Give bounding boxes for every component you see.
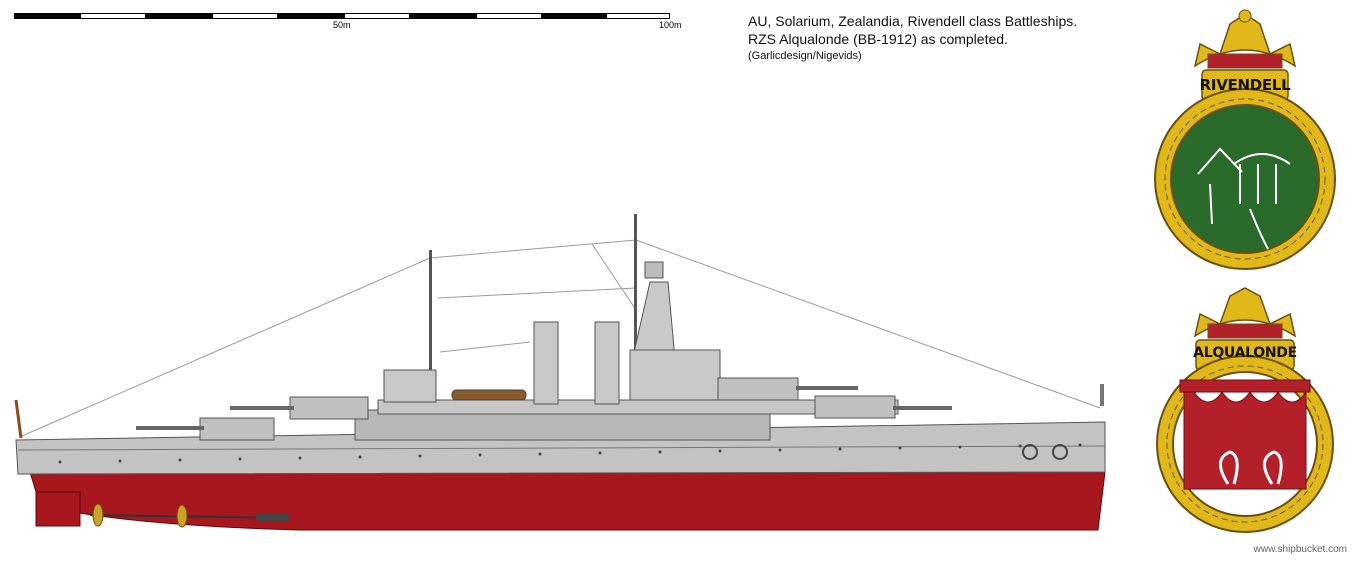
- scale-segment: [410, 13, 476, 19]
- naval-crown-icon: [1193, 287, 1297, 339]
- fore-mast: [429, 250, 432, 385]
- title-block: AU, Solarium, Zealandia, Rivendell class…: [748, 12, 1077, 64]
- scale-label-100m: 100m: [659, 20, 682, 30]
- class-title: AU, Solarium, Zealandia, Rivendell class…: [748, 13, 1078, 29]
- portholes: [58, 443, 1082, 464]
- crest-name-rivendell: RIVENDELL: [1199, 76, 1291, 94]
- bridge: [383, 369, 437, 403]
- crest-alqualonde: ALQUALONDE: [1150, 284, 1340, 539]
- crest-graphic: [1156, 287, 1334, 533]
- boats: [451, 389, 527, 401]
- jackstaff: [14, 399, 23, 439]
- ensign-staff: [1100, 384, 1104, 406]
- scale-segment: [278, 13, 344, 19]
- rudder: [35, 491, 81, 527]
- main-mast: [634, 214, 637, 370]
- rigging-lines: [21, 239, 1101, 437]
- ship-title: RZS Alqualonde (BB-1912) as completed.: [748, 31, 1008, 47]
- swan-icon: [1219, 450, 1283, 485]
- scale-segment: [542, 13, 606, 19]
- alqualonde-motif: [1179, 379, 1311, 490]
- scale-segment: [80, 13, 146, 19]
- scale-segment: [344, 13, 410, 19]
- scale-segment: [146, 13, 212, 19]
- spotting-top: [644, 261, 664, 279]
- crest-field: [1170, 104, 1320, 254]
- ship-profile: [14, 214, 1106, 531]
- hull-red: [29, 471, 1106, 531]
- rivendell-motif: [1197, 147, 1291, 250]
- main-turrets: [199, 377, 896, 441]
- scale-segment: [212, 13, 278, 19]
- naval-crown-icon: [1193, 9, 1297, 69]
- scale-segment: [14, 13, 80, 19]
- scale-segment: [476, 13, 542, 19]
- watermark: www.shipbucket.com: [1253, 544, 1347, 555]
- shaft-bracket: [256, 514, 290, 521]
- aft-funnel: [594, 321, 620, 405]
- scale-label-50m: 50m: [333, 20, 351, 30]
- aft-superstructure: [629, 349, 721, 401]
- crest-rivendell: RIVENDELL: [1150, 4, 1340, 277]
- crest-graphic: [1154, 9, 1336, 270]
- crest-name-alqualonde: ALQUALONDE: [1193, 345, 1297, 361]
- anchors: [1022, 444, 1068, 460]
- scale-bar: [14, 13, 670, 19]
- forward-funnel: [533, 321, 559, 405]
- propellers: [92, 503, 188, 528]
- credit-text: (Garlicdesign/Nigevids): [748, 50, 862, 62]
- scale-segment: [606, 13, 670, 19]
- gun-barrels: [136, 386, 952, 430]
